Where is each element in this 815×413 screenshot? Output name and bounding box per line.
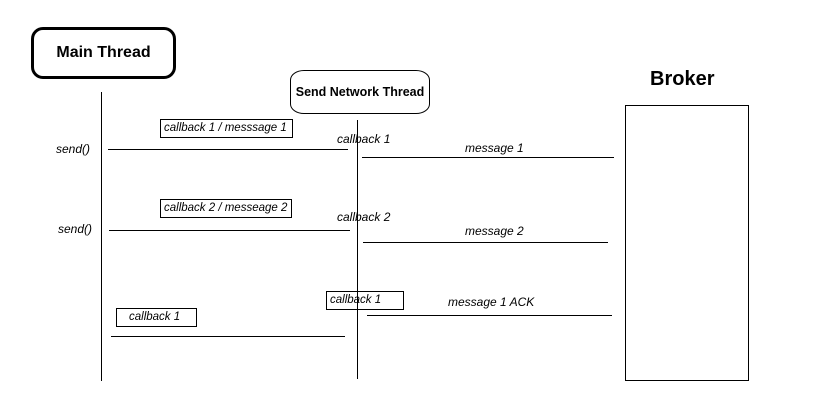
main-thread-label: Main Thread — [56, 44, 151, 61]
broker-message-1-label: message 1 — [465, 141, 524, 155]
callback-message-tag-2: callback 2 / messeage 2 — [160, 199, 292, 218]
network-thread-label: Send Network Thread — [295, 85, 425, 99]
broker-box — [625, 105, 749, 381]
return-callback-tag: callback 1 — [116, 308, 197, 327]
send-call-1: send() — [56, 142, 91, 156]
network-callback-2: callback 2 — [337, 210, 391, 224]
callback-message-tag-1: callback 1 / messsage 1 — [160, 119, 293, 138]
send-call-2: send() — [58, 222, 93, 236]
send-arrow-2 — [109, 230, 350, 231]
broker-message-2-label: message 2 — [465, 224, 524, 238]
ack-message-label: message 1 ACK — [448, 295, 535, 309]
network-thread-lifeline — [357, 120, 358, 379]
network-callback-1: callback 1 — [337, 132, 391, 146]
main-thread-box: Main Thread — [31, 27, 176, 79]
broker-arrow-2 — [363, 242, 608, 243]
network-thread-box: Send Network Thread — [290, 70, 430, 114]
main-thread-lifeline — [101, 92, 102, 381]
send-arrow-1 — [108, 149, 348, 150]
ack-callback-tag: callback 1 — [326, 291, 404, 310]
return-callback-arrow — [111, 336, 345, 337]
broker-arrow-1 — [362, 157, 614, 158]
ack-arrow — [367, 315, 612, 316]
broker-label: Broker — [650, 68, 715, 90]
